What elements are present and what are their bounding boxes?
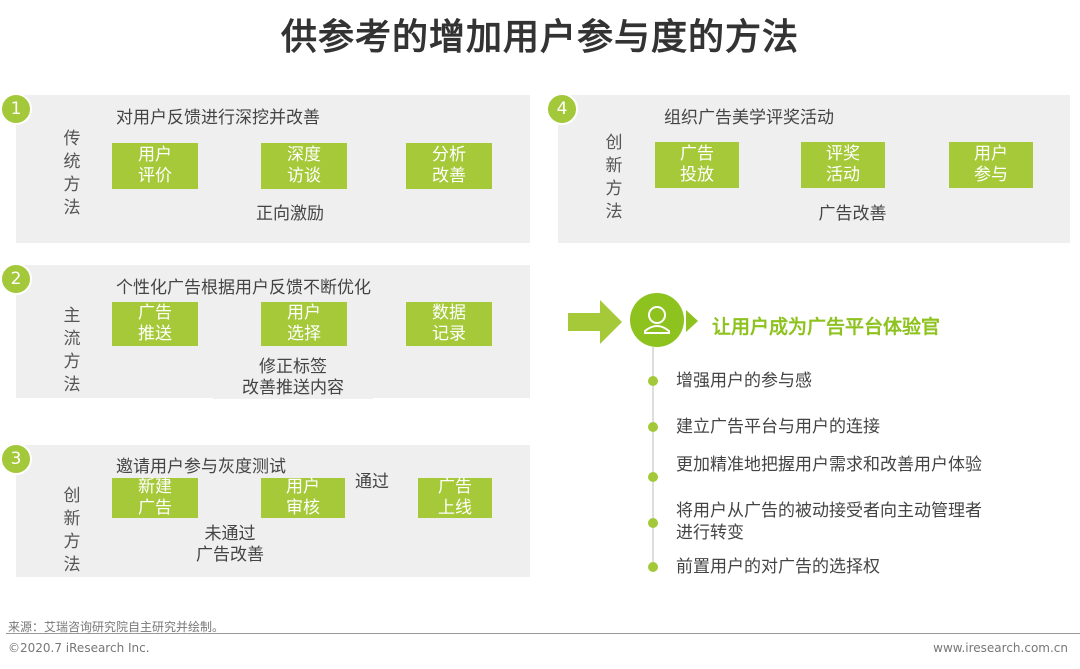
step-number-badge: 2: [0, 263, 32, 295]
process-step-label: 分析 改善: [432, 145, 466, 186]
pass-label: 通过: [355, 472, 389, 492]
highlight-title: 让用户成为广告平台体验官: [712, 316, 941, 338]
process-step-box: 分析 改善: [406, 143, 492, 189]
copyright: ©2020.7 iResearch Inc.: [8, 641, 150, 655]
process-step-label: 深度 访谈: [287, 145, 321, 186]
panel-title: 对用户反馈进行深挖并改善: [116, 108, 320, 128]
process-step-box: 广告 上线: [418, 477, 492, 518]
process-step-label: 用户 选择: [287, 303, 321, 344]
user-icon: [630, 293, 684, 347]
footer-divider: [6, 633, 1080, 634]
feedback-label: 广告改善: [818, 204, 887, 224]
bullet-dot: [648, 472, 658, 482]
benefit-item: 建立广告平台与用户的连接: [676, 417, 880, 437]
benefit-item: 将用户从广告的被动接受者向主动管理者进行转变: [676, 501, 982, 543]
bullet-dot: [648, 422, 658, 432]
process-step-label: 用户 评价: [138, 145, 172, 186]
process-step-box: 评奖 活动: [801, 142, 885, 188]
process-step-label: 用户 参与: [974, 144, 1008, 185]
method-label: 主流方法: [63, 306, 81, 395]
process-step-box: 用户 审核: [261, 477, 345, 518]
process-step-box: 广告 推送: [112, 302, 198, 346]
process-step-label: 评奖 活动: [826, 144, 860, 185]
timeline-line: [652, 347, 654, 572]
method-label: 创新方法: [605, 133, 623, 222]
website-url: www.iresearch.com.cn: [933, 641, 1068, 655]
bullet-dot: [648, 562, 658, 572]
process-step-box: 用户 参与: [949, 142, 1033, 188]
process-step-box: 用户 评价: [112, 143, 198, 189]
process-step-box: 广告 投放: [655, 142, 739, 188]
process-step-label: 新建 广告: [138, 477, 172, 518]
process-step-box: 深度 访谈: [261, 143, 347, 189]
process-step-label: 广告 投放: [680, 144, 714, 185]
benefit-item: 更加精准地把握用户需求和改善用户体验: [676, 455, 982, 475]
pointer-triangle-icon: [686, 310, 698, 336]
step-number-badge: 3: [0, 443, 32, 475]
page-title: 供参考的增加用户参与度的方法: [280, 17, 799, 58]
benefit-item: 前置用户的对广告的选择权: [676, 557, 880, 577]
feedback-label: 修正标签 改善推送内容: [213, 357, 373, 399]
process-step-label: 广告 推送: [138, 303, 172, 344]
panel-title: 个性化广告根据用户反馈不断优化: [116, 278, 371, 298]
step-number-badge: 4: [546, 93, 578, 125]
process-step-box: 数据 记录: [406, 302, 492, 346]
process-step-label: 用户 审核: [286, 477, 320, 518]
benefit-item: 增强用户的参与感: [676, 371, 812, 391]
method-label: 创新方法: [63, 486, 81, 575]
step-number-badge: 1: [0, 93, 32, 125]
bullet-dot: [648, 518, 658, 528]
feedback-label: 未通过 广告改善: [196, 524, 264, 565]
bullet-dot: [648, 376, 658, 386]
process-step-box: 用户 选择: [261, 302, 347, 346]
method-label: 传统方法: [63, 129, 81, 218]
panel-title: 组织广告美学评奖活动: [664, 108, 834, 128]
process-step-label: 广告 上线: [438, 477, 472, 518]
panel-title: 邀请用户参与灰度测试: [116, 457, 286, 477]
process-step-box: 新建 广告: [112, 477, 198, 518]
big-arrow-icon: [568, 300, 622, 348]
process-step-label: 数据 记录: [432, 303, 466, 344]
feedback-label: 正向激励: [256, 204, 324, 224]
source-note: 来源：艾瑞咨询研究院自主研究并绘制。: [8, 620, 225, 634]
